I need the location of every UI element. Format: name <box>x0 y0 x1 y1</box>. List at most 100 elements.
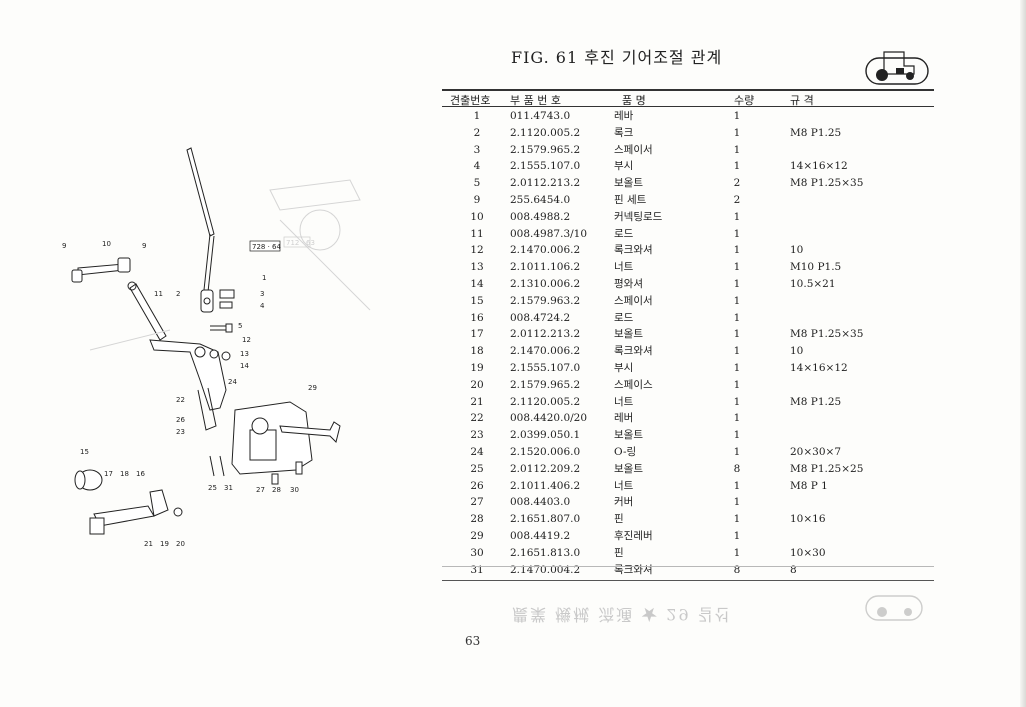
callout-number: 22 <box>176 396 185 404</box>
callout-number: 2 <box>176 290 180 298</box>
row-part-number: 008.4420.0/20 <box>510 412 588 425</box>
row-qty: 1 <box>733 529 741 542</box>
row-no: 25 <box>470 462 484 475</box>
row-no: 31 <box>470 563 484 576</box>
callout-number: 24 <box>228 378 237 386</box>
row-no: 13 <box>470 261 484 274</box>
row-part-name: 로드 <box>614 311 634 324</box>
callout-number: 10 <box>102 240 111 248</box>
row-qty: 1 <box>733 479 741 492</box>
row-part-name: 부시 <box>614 160 634 173</box>
row-part-name: 보올트 <box>614 462 643 475</box>
table-header-rule <box>442 106 934 107</box>
row-spec: M8 P1.25×35 <box>790 328 864 341</box>
row-no: 20 <box>470 378 484 391</box>
row-qty: 1 <box>733 496 741 509</box>
row-spec: 10×16 <box>790 513 826 526</box>
row-part-name: 커넥팅로드 <box>614 210 663 223</box>
row-no: 9 <box>473 193 481 206</box>
row-qty: 1 <box>733 513 741 526</box>
row-part-number: 2.0399.050.1 <box>510 429 581 442</box>
row-part-number: 2.0112.209.2 <box>510 462 581 475</box>
row-part-number: 008.4987.3/10 <box>510 227 588 240</box>
row-no: 5 <box>473 177 481 190</box>
row-qty: 1 <box>733 395 741 408</box>
row-spec: M8 P1.25 <box>790 126 842 139</box>
row-spec: 8 <box>790 563 797 576</box>
row-no: 11 <box>470 227 484 240</box>
row-part-name: 스페이스 <box>614 378 653 391</box>
row-qty: 1 <box>733 445 741 458</box>
row-part-name: 너트 <box>614 395 634 408</box>
row-spec: 14×16×12 <box>790 361 848 374</box>
row-qty: 2 <box>733 193 741 206</box>
row-no: 26 <box>470 479 484 492</box>
row-no: 22 <box>470 412 484 425</box>
row-part-number: 2.1651.813.0 <box>510 546 581 559</box>
callout-number: 27 <box>256 486 265 494</box>
callout-number: 14 <box>240 362 249 370</box>
row-part-number: 2.1120.005.2 <box>510 395 581 408</box>
callout-number: 3 <box>260 290 264 298</box>
row-qty: 1 <box>733 294 741 307</box>
row-qty: 1 <box>733 261 741 274</box>
row-no: 29 <box>470 529 484 542</box>
row-spec: 14×16×12 <box>790 160 848 173</box>
callout-number: 15 <box>80 448 89 456</box>
row-spec: 10×30 <box>790 546 826 559</box>
row-qty: 1 <box>733 160 741 173</box>
row-part-name: 스페이서 <box>614 143 653 156</box>
tractor-icon <box>865 51 929 85</box>
row-qty: 8 <box>733 462 741 475</box>
row-no: 1 <box>473 110 481 122</box>
row-part-number: 008.4419.2 <box>510 529 571 542</box>
row-part-number: 255.6454.0 <box>510 193 571 206</box>
row-part-name: 핀 <box>614 546 624 559</box>
row-part-name: 후진레버 <box>614 529 653 542</box>
row-spec: M8 P1.25×25 <box>790 462 864 475</box>
row-part-name: 록크 <box>614 126 634 139</box>
row-part-name: 너트 <box>614 479 634 492</box>
callout-number: 9 <box>142 242 146 250</box>
row-part-number: 2.1310.006.2 <box>510 277 581 290</box>
callout-number: 31 <box>224 484 233 492</box>
callout-number: 25 <box>208 484 217 492</box>
table-top-rule <box>442 89 934 91</box>
row-no: 12 <box>470 244 484 257</box>
row-no: 10 <box>470 210 484 223</box>
row-qty: 8 <box>733 563 741 576</box>
row-no: 4 <box>473 160 481 173</box>
callout-number: 11 <box>154 290 163 298</box>
row-spec: 10 <box>790 244 804 257</box>
table-row: 29 008.4419.2 후진레버 1 <box>442 528 934 545</box>
row-part-number: 2.1011.406.2 <box>510 479 581 492</box>
row-part-name: 커버 <box>614 496 634 509</box>
figure-title: FIG. 61 후진 기어조절 관계 <box>511 48 723 67</box>
row-no: 19 <box>470 361 484 374</box>
row-no: 2 <box>473 126 481 139</box>
row-qty: 1 <box>733 143 741 156</box>
row-part-name: 보올트 <box>614 328 643 341</box>
callout-number: 28 <box>272 486 281 494</box>
table-inner-rule <box>442 566 934 567</box>
row-part-number: 2.1579.965.2 <box>510 378 581 391</box>
row-part-number: 2.1651.807.0 <box>510 513 581 526</box>
row-qty: 1 <box>733 227 741 240</box>
page-number: 63 <box>465 634 481 648</box>
callout-number: 17 <box>104 470 113 478</box>
